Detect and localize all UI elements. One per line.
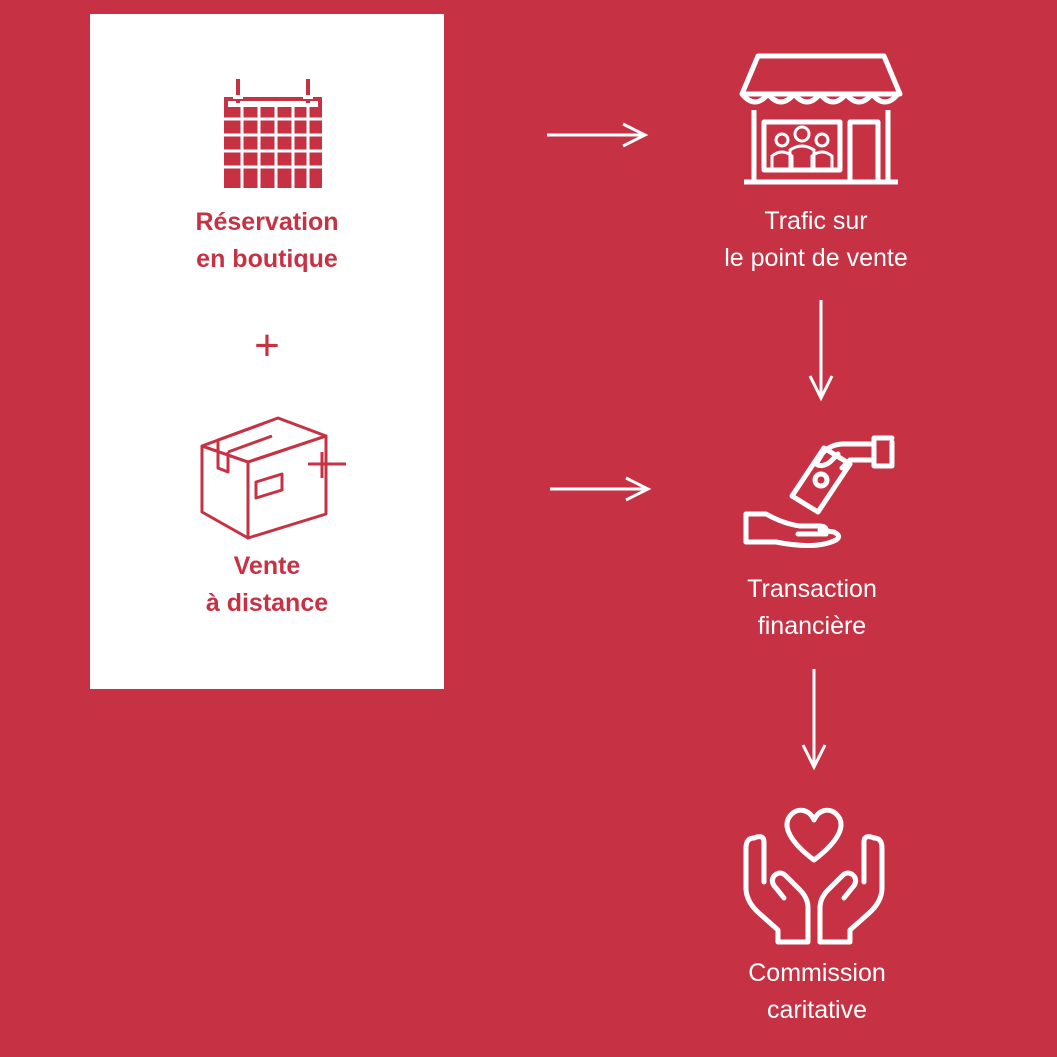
arrow-store-to-transaction [808, 300, 834, 402]
commission-line1: Commission [748, 959, 886, 987]
calendar-icon [222, 79, 324, 191]
remote-sale-line1: Vente [233, 552, 301, 580]
heart-hands-icon [743, 804, 885, 945]
reservation-line2: en boutique [196, 245, 338, 273]
left-panel: Réservation en boutique + Vente à distan… [90, 14, 444, 689]
store-icon [739, 53, 903, 186]
transaction-label: Transaction financière [662, 571, 962, 645]
transaction-line2: financière [757, 612, 867, 640]
store-traffic-line1: Trafic sur [764, 207, 868, 235]
remote-sale-label: Vente à distance [90, 548, 444, 622]
payment-hands-icon [742, 434, 896, 552]
arrow-reservation-to-store [547, 122, 649, 148]
reservation-label: Réservation en boutique [90, 204, 444, 278]
commission-label: Commission caritative [667, 955, 967, 1029]
reservation-line1: Réservation [195, 208, 339, 236]
arrow-remote-to-transaction [550, 476, 652, 502]
arrow-transaction-to-commission [801, 669, 827, 771]
transaction-line1: Transaction [747, 575, 877, 603]
commission-line2: caritative [766, 996, 868, 1024]
store-traffic-label: Trafic sur le point de vente [666, 203, 966, 277]
store-traffic-line2: le point de vente [724, 244, 908, 272]
box-icon [198, 416, 348, 540]
remote-sale-line2: à distance [205, 589, 329, 617]
plus-sign: + [254, 321, 280, 370]
